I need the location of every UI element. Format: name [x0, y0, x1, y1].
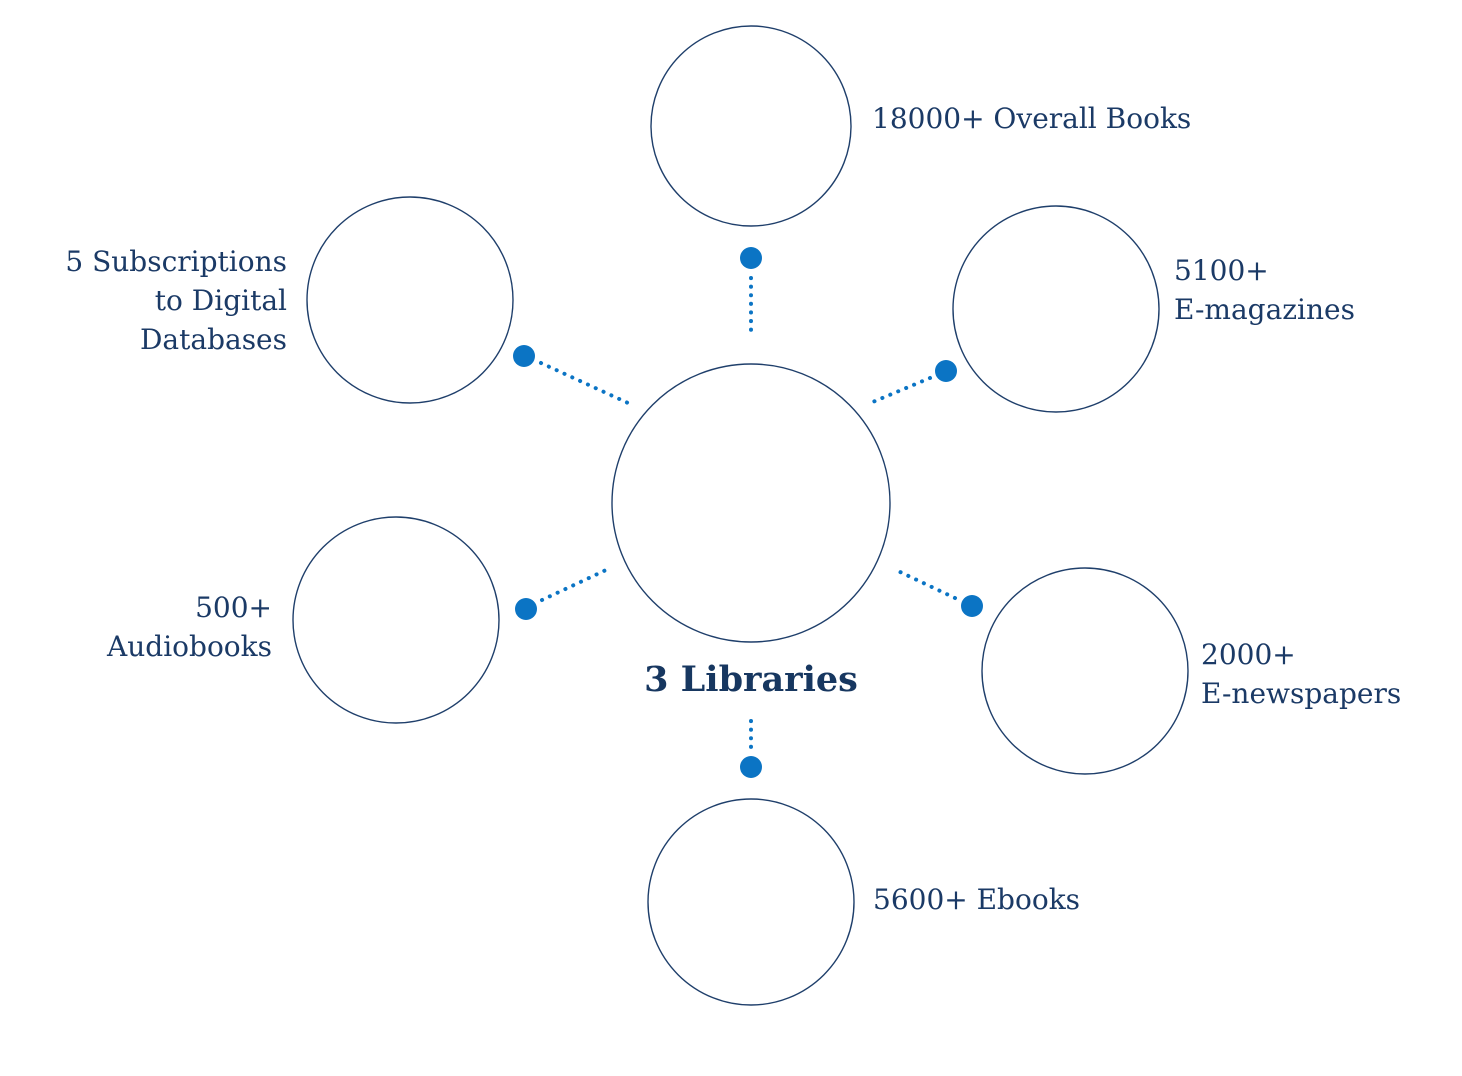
dot-audiobooks: [515, 598, 537, 620]
label-audiobooks: 500+ Audiobooks: [107, 588, 272, 666]
label-overall-books-line-1: 18000+ Overall Books: [872, 102, 1192, 135]
audiobooks-circle: [292, 516, 500, 724]
label-audiobooks-line-1: 500+: [195, 591, 272, 624]
dot-e-magazines: [935, 360, 957, 382]
label-digital-databases-line-1: 5 Subscriptions: [65, 245, 287, 278]
label-audiobooks-line-2: Audiobooks: [107, 630, 272, 663]
center-hub-circle: [611, 363, 891, 643]
label-e-magazines-line-2: E-magazines: [1174, 293, 1355, 326]
label-e-newspapers-line-2: E-newspapers: [1201, 677, 1402, 710]
digital-databases-circle: [306, 196, 514, 404]
label-e-newspapers-line-1: 2000+: [1201, 638, 1296, 671]
label-ebooks: 5600+ Ebooks: [873, 880, 1080, 919]
e-magazines-circle: [952, 205, 1160, 413]
connector-digital-databases: [539, 361, 630, 405]
ebooks-circle: [647, 798, 855, 1006]
center-title: 3 Libraries: [644, 659, 858, 700]
label-overall-books: 18000+ Overall Books: [872, 99, 1191, 138]
dot-ebooks: [740, 756, 762, 778]
label-digital-databases-line-3: Databases: [139, 323, 287, 356]
connector-e-magazines: [866, 376, 932, 406]
connector-e-newspapers: [896, 569, 957, 600]
overall-books-circle: [650, 25, 852, 227]
label-e-magazines-line-1: 5100+: [1174, 254, 1269, 287]
label-e-newspapers: 2000+ E-newspapers: [1201, 635, 1401, 713]
label-digital-databases: 5 Subscriptions to Digital Databases: [65, 242, 287, 359]
label-ebooks-line-1: 5600+ Ebooks: [873, 883, 1081, 916]
label-digital-databases-line-2: to Digital: [154, 284, 287, 317]
dot-overall-books: [740, 247, 762, 269]
dot-e-newspapers: [961, 595, 983, 617]
connector-audiobooks: [540, 568, 608, 602]
e-newspapers-circle: [981, 567, 1189, 775]
dot-digital-databases: [513, 345, 535, 367]
label-e-magazines: 5100+ E-magazines: [1174, 251, 1355, 329]
